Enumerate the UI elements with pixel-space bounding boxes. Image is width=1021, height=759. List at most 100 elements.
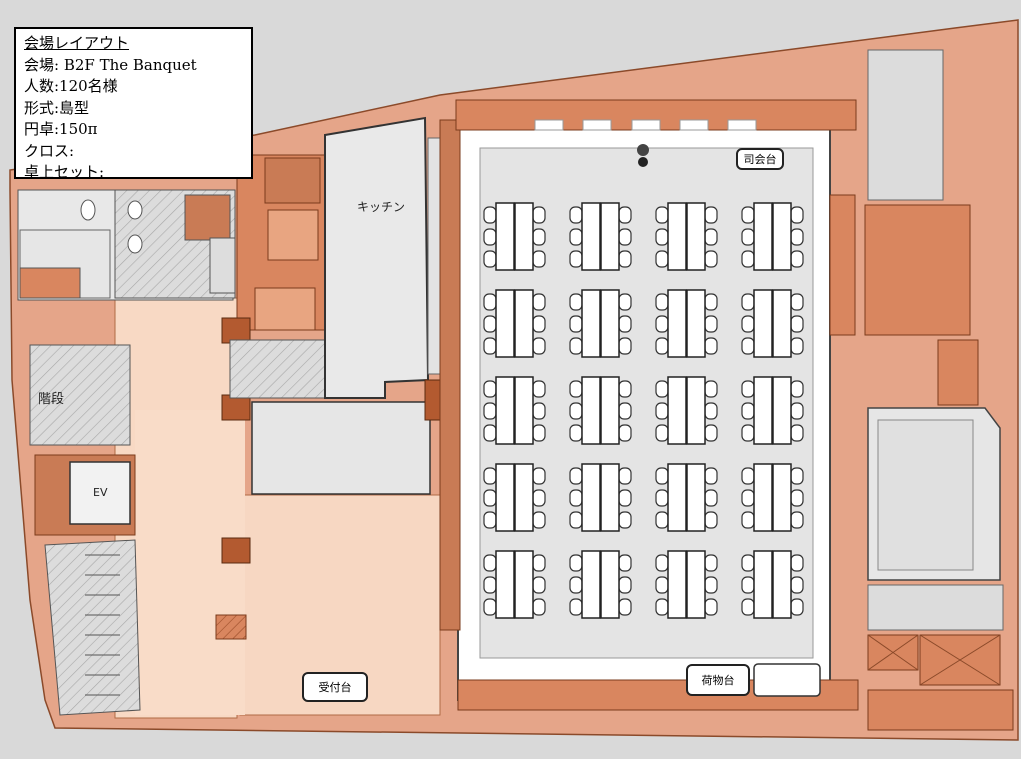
table (495, 289, 515, 358)
table-group (655, 202, 718, 271)
chair (704, 467, 718, 485)
table (686, 550, 706, 619)
table (581, 376, 601, 445)
info-table: 円卓:150π (24, 120, 98, 138)
chair (532, 206, 546, 224)
chair (741, 554, 755, 572)
chair (790, 598, 804, 616)
chair (483, 554, 497, 572)
table-group (655, 463, 718, 532)
chair (790, 511, 804, 529)
table (600, 289, 620, 358)
chair (704, 228, 718, 246)
chair (483, 576, 497, 594)
info-cloth: クロス: (24, 141, 75, 160)
table (581, 550, 601, 619)
chair (741, 315, 755, 333)
chair (618, 250, 632, 268)
table-group (483, 463, 546, 532)
chair (618, 337, 632, 355)
chair (569, 315, 583, 333)
table-group (655, 376, 718, 445)
chair (741, 380, 755, 398)
table (772, 376, 792, 445)
chair (483, 467, 497, 485)
table (686, 376, 706, 445)
chair (569, 424, 583, 442)
table (667, 289, 687, 358)
table-group (655, 550, 718, 619)
chair (655, 402, 669, 420)
luggage-spare (753, 663, 821, 697)
chair (532, 337, 546, 355)
table-group (569, 202, 632, 271)
stairs-label: 階段 (38, 392, 65, 407)
chair (618, 554, 632, 572)
chair (532, 402, 546, 420)
chair (704, 206, 718, 224)
table (600, 550, 620, 619)
chair (569, 489, 583, 507)
chair (618, 402, 632, 420)
chair (532, 598, 546, 616)
table (667, 463, 687, 532)
venue-info-box: 会場レイアウト 会場: B2F The Banquet 人数:120名様 形式:… (14, 27, 253, 181)
table-group (483, 376, 546, 445)
chair (569, 554, 583, 572)
table (514, 550, 534, 619)
chair (741, 250, 755, 268)
chair (741, 228, 755, 246)
chair (569, 337, 583, 355)
chair (655, 554, 669, 572)
chair (569, 511, 583, 529)
chair (704, 315, 718, 333)
chair (790, 250, 804, 268)
chair (532, 380, 546, 398)
table (753, 376, 773, 445)
table (495, 202, 515, 271)
chair (655, 467, 669, 485)
chair (790, 206, 804, 224)
chair (569, 576, 583, 594)
table (581, 463, 601, 532)
chair (655, 511, 669, 529)
chair (655, 380, 669, 398)
table (772, 463, 792, 532)
table (581, 289, 601, 358)
info-venue: 会場: B2F The Banquet (24, 55, 197, 74)
chair (741, 337, 755, 355)
chair (790, 228, 804, 246)
chair (655, 293, 669, 311)
chair (741, 576, 755, 594)
elevator (69, 461, 131, 525)
elevator-label: EV (93, 486, 108, 499)
chair (655, 206, 669, 224)
chair (483, 424, 497, 442)
chair (704, 576, 718, 594)
chair (618, 228, 632, 246)
table (667, 376, 687, 445)
info-tableset: 卓上セット: (24, 163, 105, 181)
table (667, 202, 687, 271)
chair (532, 511, 546, 529)
table-group (483, 550, 546, 619)
reception-desk: 受付台 (302, 672, 368, 702)
chair (618, 206, 632, 224)
chair (790, 380, 804, 398)
table-group (569, 550, 632, 619)
chair (532, 554, 546, 572)
table (753, 202, 773, 271)
table (686, 463, 706, 532)
table (667, 550, 687, 619)
chair (790, 576, 804, 594)
chair (790, 467, 804, 485)
table-group (741, 463, 804, 532)
chair (618, 315, 632, 333)
table (514, 463, 534, 532)
chair (655, 424, 669, 442)
table (600, 463, 620, 532)
table (753, 550, 773, 619)
chair (569, 402, 583, 420)
